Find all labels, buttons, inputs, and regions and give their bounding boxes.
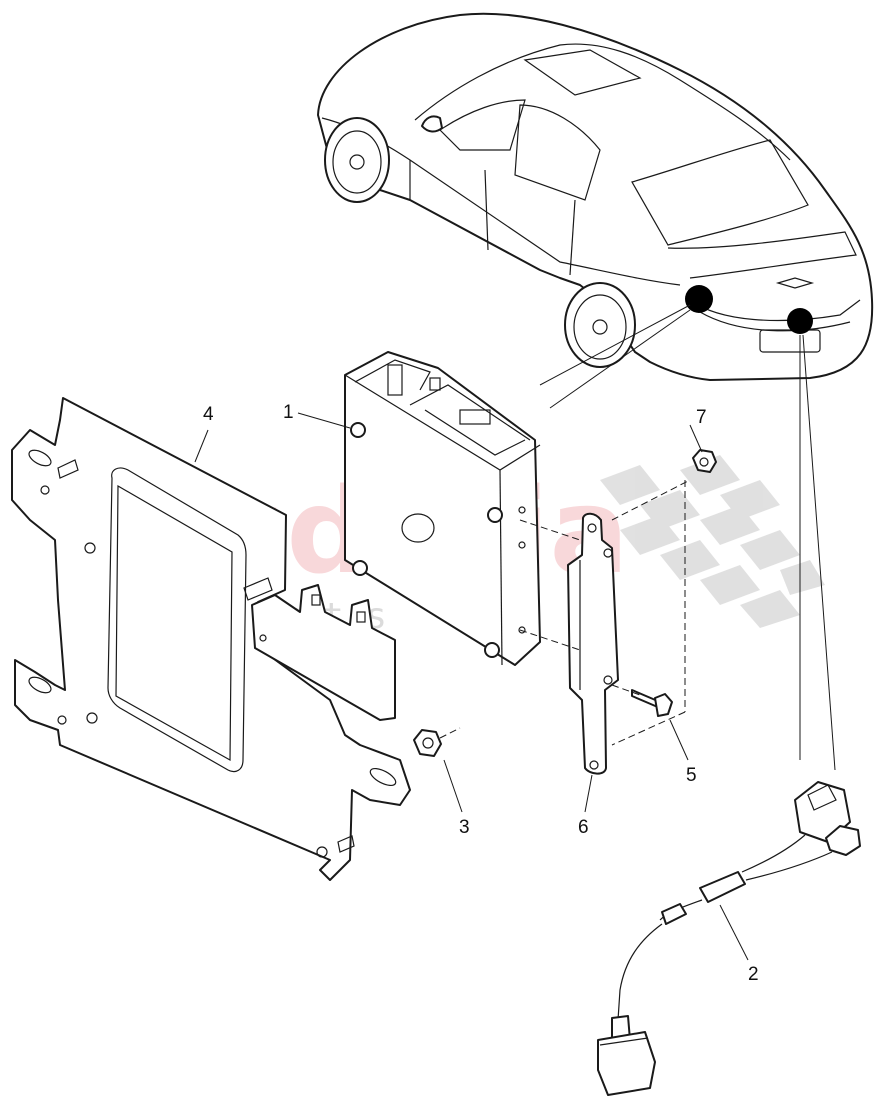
antenna-location-marker: [787, 308, 813, 334]
antenna-cable: [597, 781, 861, 1096]
nut: [692, 449, 717, 473]
mounting-bracket: [11, 397, 411, 881]
callout-5: 5: [686, 765, 697, 786]
assembly-lines: [194, 412, 749, 961]
callouts: 1 2 3 4 5 6 7: [203, 402, 759, 985]
support-bracket: [567, 512, 619, 775]
control-unit: [344, 351, 541, 666]
car-illustration: [317, 12, 874, 771]
callout-2: 2: [748, 964, 759, 985]
checker-flag-icon: [600, 455, 825, 628]
antenna-location-marker: [685, 285, 713, 313]
callout-6: 6: [578, 817, 589, 838]
callout-7: 7: [696, 407, 707, 428]
callout-1: 1: [283, 402, 294, 423]
callout-3: 3: [459, 817, 470, 838]
callout-4: 4: [203, 404, 214, 425]
nut: [413, 729, 442, 757]
